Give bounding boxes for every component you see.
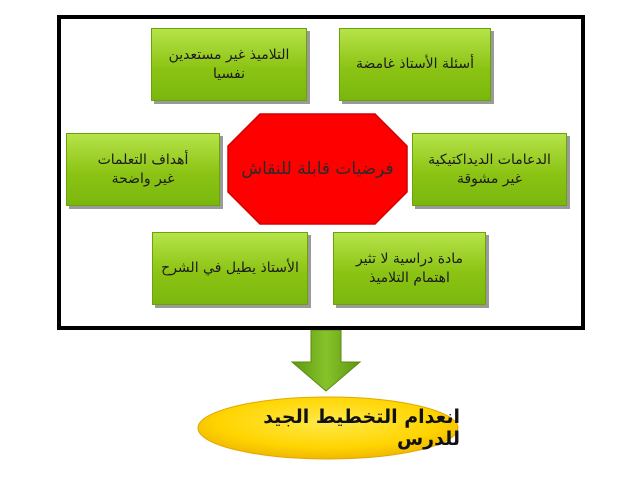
center-hypothesis-label: فرضيات قابلة للنقاش — [241, 159, 394, 179]
cause-long-explanation-text: الأستاذ يطيل في الشرح — [161, 260, 299, 276]
result-ellipse-shape — [197, 396, 459, 460]
cause-vague-questions: أسئلة الأستاذ غامضة — [339, 28, 491, 101]
center-octagon — [227, 113, 408, 225]
cause-long-explanation: الأستاذ يطيل في الشرح — [152, 232, 308, 305]
cause-unengaging-materials-text: الدعامات الديداكتيكية غير مشوقة — [428, 151, 551, 187]
center-octagon-shape — [227, 113, 408, 225]
cause-students-not-ready: التلاميذ غير مستعدين نفسيا — [151, 28, 307, 101]
cause-students-not-ready-text: التلاميذ غير مستعدين نفسيا — [168, 46, 290, 82]
down-arrow-shape — [290, 330, 362, 392]
cause-uninteresting-subject-text: مادة دراسية لا تثير اهتمام التلاميذ — [355, 250, 464, 286]
result-label: انعدام التخطيط الجيد للدرس — [263, 406, 460, 450]
result-ellipse — [197, 396, 459, 460]
cause-vague-questions-text: أسئلة الأستاذ غامضة — [356, 56, 474, 72]
cause-uninteresting-subject: مادة دراسية لا تثير اهتمام التلاميذ — [333, 232, 486, 305]
cause-unclear-objectives: أهداف التعلمات غير واضحة — [66, 133, 220, 206]
cause-unclear-objectives-text: أهداف التعلمات غير واضحة — [97, 151, 189, 187]
cause-unengaging-materials: الدعامات الديداكتيكية غير مشوقة — [412, 133, 567, 206]
down-arrow-icon — [290, 330, 362, 392]
